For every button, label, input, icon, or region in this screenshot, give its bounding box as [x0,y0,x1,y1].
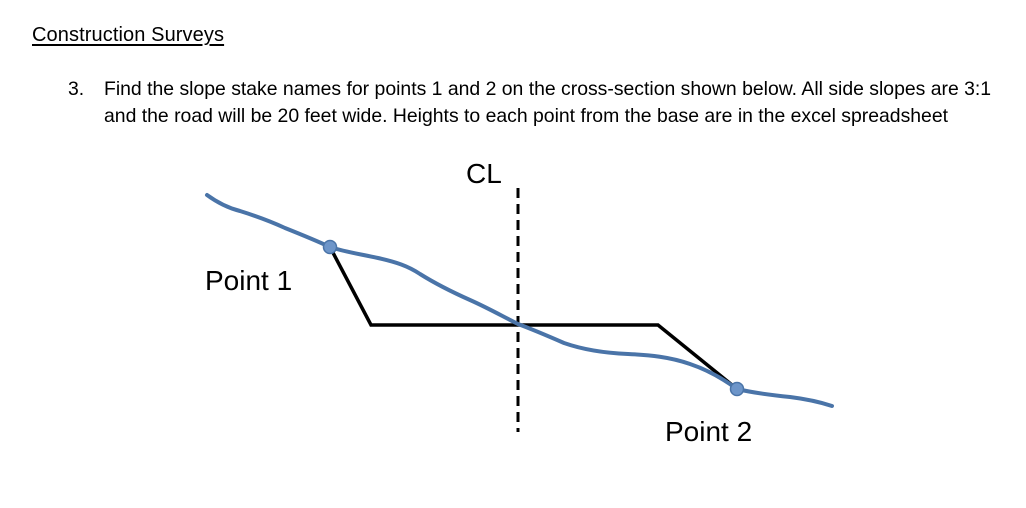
question-text: Find the slope stake names for points 1 … [104,78,992,127]
centerline-label: CL [466,158,502,189]
point-1-label: Point 1 [205,265,292,296]
question-number: 3. [68,78,85,100]
point-2-label: Point 2 [665,416,752,447]
point-1-marker [322,239,338,255]
road-section-outline [328,246,739,391]
question-item: 3. Find the slope stake names for points… [68,76,1008,130]
point-2-marker [729,381,745,397]
section-heading: Construction Surveys [32,24,225,46]
